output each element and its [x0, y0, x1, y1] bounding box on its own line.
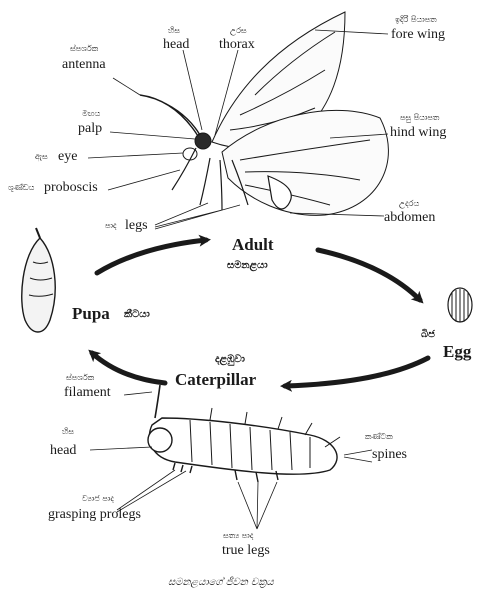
true-legs-label-si: සත්‍ය පාද [223, 532, 253, 540]
spines-label: spines [372, 448, 407, 462]
palp-label-si: මඟය [82, 110, 100, 118]
cycle-arrow-pupa-to-adult [97, 240, 206, 273]
head-bottom-label: head [50, 444, 76, 458]
stage-caterpillar-label: Caterpillar [175, 371, 256, 388]
stage-egg-label: Egg [443, 343, 471, 360]
cycle-arrow-adult-to-egg [318, 250, 420, 300]
true-legs-label: true legs [222, 544, 270, 558]
antenna-label-si: ස්පර්ශක [70, 45, 98, 53]
spines-label-si: කණ්ටක [365, 433, 393, 441]
grasping-prolegs-label: grasping prolegs [48, 508, 141, 522]
abdomen-label: abdomen [384, 211, 435, 225]
cycle-arrow-caterpillar-to-pupa [92, 353, 165, 383]
thorax-label-si: උරස [230, 27, 247, 35]
abdomen-label-si: උදරය [399, 200, 419, 208]
fore-wing-label-si: ඉදිරි පියාපත [395, 16, 437, 24]
legs-label-si: පාද [105, 222, 117, 230]
head-bottom-label-si: හිස [62, 428, 74, 436]
eye-label: eye [58, 150, 77, 164]
hind-wing-label: hind wing [390, 126, 446, 140]
stage-adult-label: Adult [232, 236, 274, 253]
hind-wing-label-si: පසු පියාපත [400, 114, 439, 122]
antenna-label: antenna [62, 58, 106, 72]
caterpillar-drawing [148, 385, 340, 482]
stage-egg-label-si: බිජ [421, 330, 435, 340]
filament-label-si: ස්පර්ශක [66, 374, 94, 382]
head-top-label-si: හිස [168, 27, 180, 35]
egg-drawing [448, 288, 472, 322]
stage-pupa-label-si: කීටයා [124, 310, 150, 320]
grasping-prolegs-label-si: ව්‍යාජ පාද [82, 495, 114, 503]
stage-pupa-label: Pupa [72, 305, 110, 322]
proboscis-label: proboscis [44, 181, 98, 195]
head-top-label: head [163, 38, 189, 52]
filament-label: filament [64, 386, 111, 400]
cycle-arrow-egg-to-caterpillar [285, 358, 428, 386]
fore-wing-label: fore wing [391, 28, 445, 42]
legs-label: legs [125, 219, 148, 233]
stage-adult-label-si: සමනළයා [227, 261, 268, 271]
diagram-caption: සමනළයාගේ ජීවන චක්‍රය [168, 578, 274, 588]
pupa-drawing [22, 228, 55, 332]
thorax-label: thorax [219, 38, 255, 52]
palp-label: palp [78, 122, 102, 136]
eye-label-si: ඇස [35, 153, 48, 161]
stage-caterpillar-label-si: දළඹුවා [215, 355, 245, 365]
proboscis-label-si: ශුණ්ඩය [8, 184, 34, 192]
